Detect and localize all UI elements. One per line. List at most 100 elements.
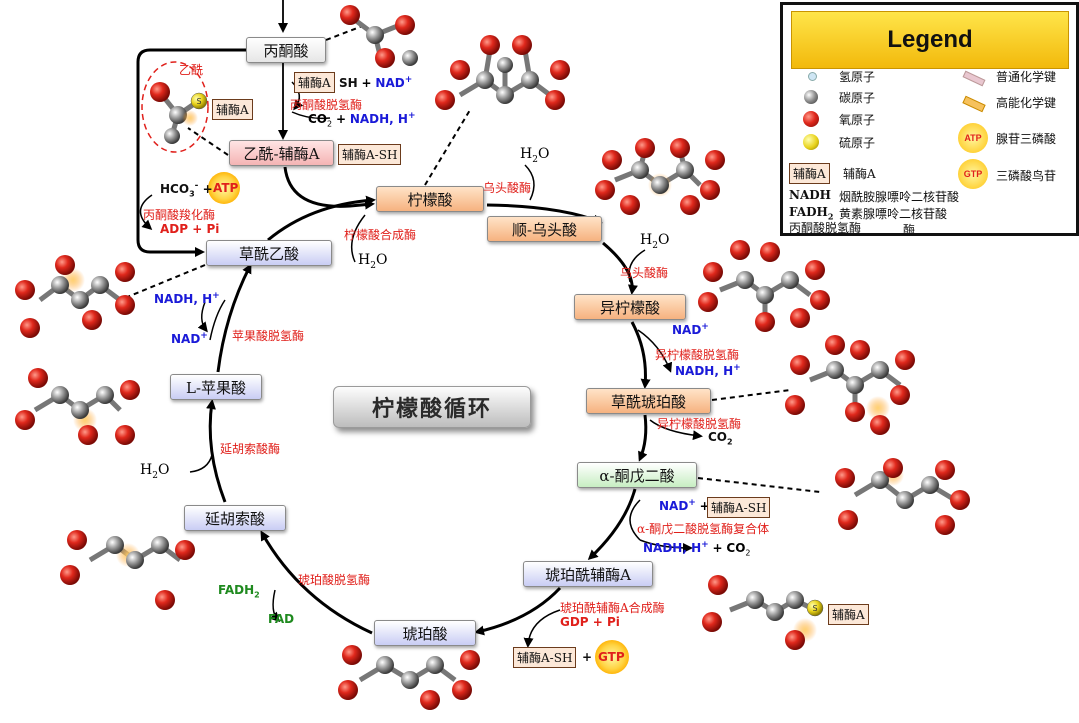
coa-sh-box-acetyl: 辅酶A-SH — [338, 144, 402, 165]
nad-label-mdh: NAD — [171, 332, 201, 346]
oxalosuccinate-molecule — [785, 335, 915, 435]
gtp-label: GTP — [598, 650, 625, 664]
legend-single-bond-text: 普通化学键 — [996, 70, 1057, 84]
legend-pdh-extra: 丙酮酸脱氢酶 — [789, 221, 862, 235]
kgdh-enzyme-label: α-酮戊二酸脱氢酶复合体 — [637, 522, 770, 536]
acetyl-label: 乙酰 — [179, 63, 204, 77]
mdh-enzyme-label: 苹果酸脱氢酶 — [232, 329, 305, 343]
atp-star-label: ATP — [964, 133, 982, 143]
sub-2: 2 — [745, 548, 751, 558]
nad-label-idh: NAD — [672, 323, 702, 337]
arc-fum-mal — [206, 399, 227, 503]
coa-sh-box-kgdh: 辅酶A-SH — [707, 497, 771, 518]
arc-akg-succoa — [587, 488, 637, 561]
sup-plus: + — [701, 322, 709, 332]
legend-hydrogen-text: 氢原子 — [839, 70, 876, 84]
legend-atp-text: 腺苷三磷酸 — [996, 132, 1057, 146]
acetyl-molecule: S — [150, 82, 208, 144]
sub-2: 2 — [532, 154, 538, 165]
node-succinyl-coa: 琥珀酰辅酶A — [523, 561, 653, 587]
high-energy-bond-icon — [962, 95, 986, 113]
gdp-pi-label: GDP + Pi — [560, 615, 620, 629]
sub-2: 2 — [370, 260, 376, 271]
succinyl-coa-molecule: S — [702, 575, 824, 650]
aconitase-label-2: 乌头酸酶 — [620, 266, 669, 280]
legend-sulfur-text: 硫原子 — [839, 136, 876, 150]
sup-plus: + — [404, 75, 413, 85]
h2o-label-aco2: H — [640, 232, 653, 248]
sup-plus: + — [701, 540, 709, 550]
single-bond-icon — [962, 70, 986, 87]
aconitase-label-1: 乌头酸酶 — [483, 181, 532, 195]
fumarase-label: 延胡索酸酶 — [220, 442, 281, 456]
cs-enzyme-label: 柠檬酸合成酶 — [344, 228, 417, 242]
arc-isocitrate-oxalosucc — [630, 321, 651, 389]
carbon-atom-icon — [804, 90, 818, 104]
arc-succ-fum — [260, 530, 373, 635]
node-citrate: 柠檬酸 — [376, 186, 484, 212]
legend-nadh-label: NADH — [789, 188, 832, 202]
legend-coa-text: 辅酶A — [843, 167, 876, 181]
legend-nadh-text: 烟酰胺腺嘌呤二核苷酸 — [839, 190, 960, 204]
adp-pi-label: ADP + Pi — [160, 222, 220, 236]
fadh2-label: FADH — [218, 583, 255, 597]
sup-minus: - — [194, 181, 199, 191]
plus-sign: + — [699, 499, 710, 513]
coa-box-pdh: 辅酶A — [294, 72, 335, 93]
node-pyruvate: 丙酮酸 — [246, 37, 326, 63]
sdh-enzyme-label: 琥珀酸脱氢酶 — [298, 573, 371, 587]
arc-oxalosucc-akg — [638, 414, 648, 462]
citrate-molecule — [435, 35, 570, 110]
sup-plus: + — [733, 363, 741, 373]
nadh-label-pdh: NADH, H — [349, 112, 408, 126]
arc-cis-isocitrate — [602, 241, 638, 295]
pc-enzyme-label: 丙酮酸羧化酶 — [143, 208, 216, 222]
nadh-label-kgdh: NADH, H — [643, 541, 702, 555]
arc-oaa-cit — [267, 195, 376, 242]
coa-box-succinyl: 辅酶A — [828, 604, 869, 625]
isocitrate-molecule — [698, 240, 830, 332]
node-succinate: 琥珀酸 — [374, 620, 476, 646]
sup-plus: + — [407, 111, 416, 121]
pyruvate-molecule — [340, 5, 418, 68]
sub-2: 2 — [827, 211, 834, 222]
sulfur-atom-icon — [803, 134, 819, 150]
acetyl-highlight-ellipse — [141, 61, 209, 153]
co2-label-idh: CO — [708, 430, 728, 444]
gtp-star — [595, 640, 629, 674]
h2o-o: O — [157, 462, 170, 478]
co2-label-kgdh: CO — [726, 541, 746, 555]
plus-sign: + — [712, 541, 723, 555]
legend-panel: Legend 氢原子 碳原子 氧原子 硫原子 辅酶A 辅酶A NADH 烟酰胺腺… — [780, 2, 1079, 237]
svg-text:S: S — [812, 604, 817, 613]
gtp-star-icon: GTP — [958, 159, 988, 189]
fumarate-molecule — [60, 530, 195, 610]
gtp-star-label: GTP — [963, 169, 983, 179]
node-fumarate: 延胡索酸 — [184, 505, 286, 531]
atp-label-top: ATP — [213, 181, 239, 195]
sup-plus: + — [688, 498, 696, 508]
plus-sign: + — [361, 76, 372, 90]
sh-label: SH — [339, 76, 358, 90]
h2o-label-aco1: H — [520, 146, 533, 162]
atp-star-icon: ATP — [958, 123, 988, 153]
hydrogen-atom-icon — [808, 72, 817, 81]
oxygen-atom-icon — [803, 111, 819, 127]
sub-2: 2 — [327, 119, 333, 129]
plus-sign: + — [335, 112, 346, 126]
arc-succoa-succ — [474, 586, 562, 636]
nad-label-pdh: NAD — [375, 76, 405, 90]
legend-header: Legend — [791, 11, 1069, 69]
h2o-label-cs: H — [358, 252, 371, 268]
node-malate: L-苹果酸 — [170, 374, 262, 400]
diagram-title: 柠檬酸循环 — [333, 386, 531, 428]
malate-molecule — [15, 368, 140, 445]
idh-enzyme-label-2: 异柠檬酸脱氢酶 — [657, 417, 742, 431]
nad-label-kgdh: NAD — [659, 499, 689, 513]
succinate-molecule — [338, 645, 480, 710]
node-cis-aconitate: 顺-乌头酸 — [487, 216, 602, 242]
legend-carbon-text: 碳原子 — [839, 91, 876, 105]
coa-sh-box-scs: 辅酶A-SH — [513, 647, 577, 668]
coa-box-acetyl: 辅酶A — [212, 99, 253, 120]
